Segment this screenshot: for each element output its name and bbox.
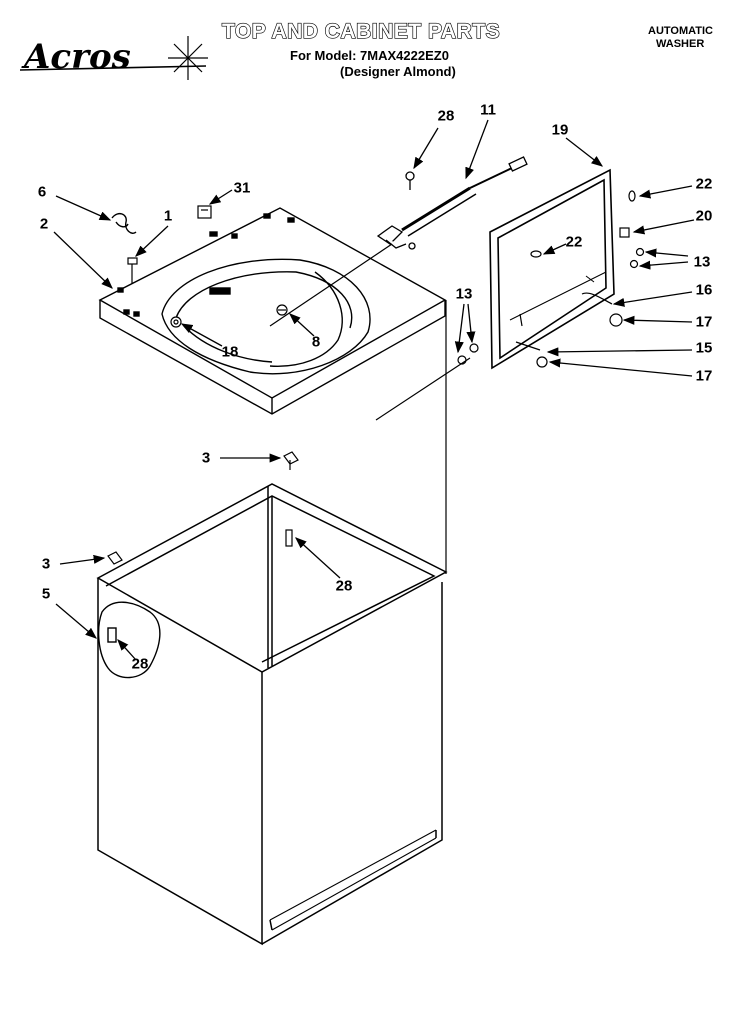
callout-28-top: 28 [437, 107, 455, 125]
callout-5: 5 [41, 585, 51, 603]
model-number-line: For Model: 7MAX4222EZ0 [290, 48, 449, 63]
callout-8: 8 [311, 333, 321, 351]
callout-17-a: 17 [695, 313, 713, 331]
brand-logo: Acros [19, 36, 208, 80]
callout-15: 15 [695, 339, 713, 357]
callout-28-mid: 28 [335, 577, 353, 595]
callout-6: 6 [37, 183, 47, 201]
lid-hardware-parts [457, 190, 645, 368]
switch-bracket-part [197, 205, 212, 219]
starburst-icon [168, 36, 208, 80]
callout-17-b: 17 [695, 367, 713, 385]
callout-18: 18 [221, 343, 239, 361]
callout-19: 19 [551, 121, 569, 139]
callout-3-top: 3 [201, 449, 211, 467]
assembly-guide-lines [269, 243, 471, 574]
washer-top-panel [98, 207, 447, 415]
callout-16: 16 [695, 281, 713, 299]
callout-3-left: 3 [41, 555, 51, 573]
lid-switch-harness-part [376, 156, 528, 250]
washer-lid-part [489, 168, 615, 370]
machine-type-line-2: WASHER [656, 38, 705, 50]
cabinet-cutaway [97, 601, 161, 679]
screw-8-part [276, 304, 288, 316]
callout-leader-lines [53, 119, 695, 661]
hinge-clip-part [111, 212, 137, 234]
callout-11: 11 [480, 101, 496, 119]
callout-22-b: 22 [565, 233, 583, 251]
callout-13-right: 13 [693, 253, 711, 271]
callout-22-a: 22 [695, 175, 713, 193]
retainer-part [127, 257, 138, 284]
brand-logo-text: Acros [21, 37, 131, 77]
cabinet-part [96, 483, 448, 946]
color-variant-line: (Designer Almond) [340, 64, 456, 79]
bumper-part [170, 316, 182, 328]
machine-type-line-1: AUTOMATIC [648, 25, 713, 37]
page-title: TOP AND CABINET PARTS [221, 19, 501, 43]
callout-28-low: 28 [131, 655, 149, 673]
callout-2: 2 [39, 215, 49, 233]
callout-1: 1 [163, 207, 173, 225]
cabinet-clip-parts [107, 451, 299, 565]
callout-20: 20 [695, 207, 713, 225]
callout-13-left: 13 [455, 285, 473, 303]
callout-31: 31 [233, 179, 251, 197]
